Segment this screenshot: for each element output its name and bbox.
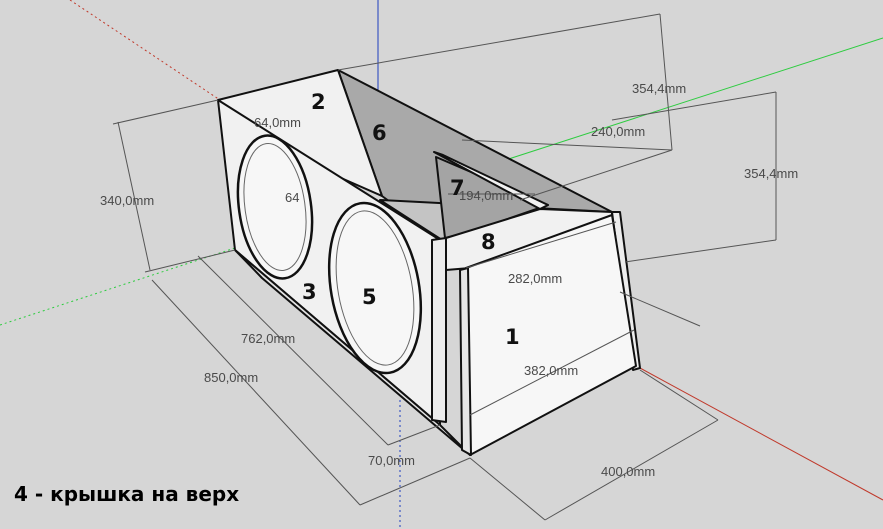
- part-label-7: 7: [450, 176, 465, 200]
- speaker-hole-5: [327, 201, 423, 375]
- panel-7-partition-top: [433, 151, 549, 210]
- panel-1-side: [459, 267, 472, 456]
- dim-outer-length: 850,0mm: [204, 370, 258, 385]
- speaker-hole-5-inner: [335, 210, 415, 366]
- dim-top-depth: 64,0mm: [254, 115, 301, 130]
- part-labels: 2 6 7 8 3 5 1: [302, 90, 520, 349]
- axis-red-dotted: [69, 0, 236, 111]
- dim-front-bottom-width: 382,0mm: [524, 363, 578, 378]
- dim-height-left: 340,0mm: [100, 193, 154, 208]
- dimension-lines: [112, 13, 777, 521]
- speaker-hole-3: [236, 134, 314, 280]
- axis-green-dotted: [0, 247, 236, 326]
- part-label-8: 8: [481, 230, 496, 254]
- dim-base-depth: 400,0mm: [601, 464, 655, 479]
- dim-height-back: 354,4mm: [632, 81, 686, 96]
- speaker-hole-3-inner: [243, 142, 307, 272]
- panel-front-edge: [431, 237, 447, 423]
- dimension-labels: 64,0mm 354,4mm 240,0mm 354,4mm 340,0mm 1…: [100, 81, 798, 479]
- axis-red: [639, 367, 883, 501]
- part-label-6: 6: [372, 121, 387, 145]
- part-label-3: 3: [302, 280, 317, 304]
- caption-lid-note: 4 - крышка на верх: [14, 482, 240, 506]
- part-label-1: 1: [505, 325, 520, 349]
- dim-chamber-width: 194,0mm: [459, 188, 513, 203]
- dim-inner-length: 762,0mm: [241, 331, 295, 346]
- dim-depth-top-right: 240,0mm: [591, 124, 645, 139]
- hole-partial-label: 64: [285, 190, 299, 205]
- speaker-holes: [236, 134, 423, 375]
- part-label-2: 2: [311, 90, 326, 114]
- dim-thickness: 70,0mm: [368, 453, 415, 468]
- dim-front-top-width: 282,0mm: [508, 271, 562, 286]
- dim-height-right: 354,4mm: [744, 166, 798, 181]
- axis-green: [489, 37, 883, 166]
- part-label-5: 5: [362, 285, 377, 309]
